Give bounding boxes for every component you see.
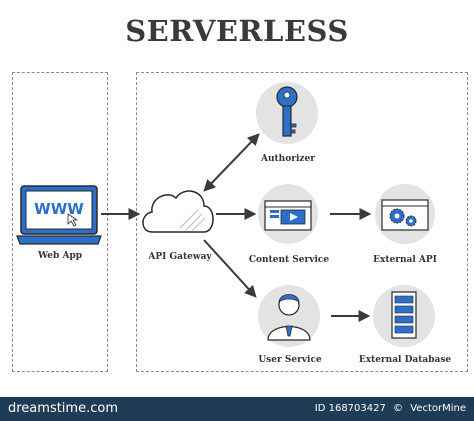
label-external-api: External API (373, 255, 437, 265)
arrow-gateway-to-user (203, 239, 257, 298)
footer-id: ID 168703427 (314, 403, 386, 414)
key-icon (256, 82, 318, 144)
user-icon (258, 285, 320, 347)
label-authorizer: Authorizer (261, 154, 315, 164)
label-content-service: Content Service (248, 255, 330, 265)
footer-brand: dreamstime.com (8, 401, 118, 416)
diagram-title: SERVERLESS (125, 14, 349, 48)
cloud-icon (142, 190, 214, 233)
arrow-gateway-authorizer (203, 133, 260, 192)
browser-www-text: WWW (34, 200, 84, 218)
footer-bar: dreamstime.com ID 168703427 © VectorMine (0, 397, 474, 421)
browser-video-icon (258, 184, 318, 244)
client-panel (12, 72, 108, 372)
label-web-app: Web App (37, 251, 83, 261)
laptop-icon: WWW (16, 185, 102, 245)
server-icon (373, 285, 435, 347)
backend-panel (136, 72, 468, 372)
gears-icon (375, 184, 435, 244)
copyright-icon: © (393, 403, 404, 414)
label-external-database: External Database (358, 355, 452, 365)
label-user-service: User Service (258, 355, 322, 365)
footer-meta: ID 168703427 © VectorMine (311, 403, 466, 414)
footer-author: VectorMine (410, 403, 466, 414)
label-api-gateway: API Gateway (148, 252, 212, 262)
